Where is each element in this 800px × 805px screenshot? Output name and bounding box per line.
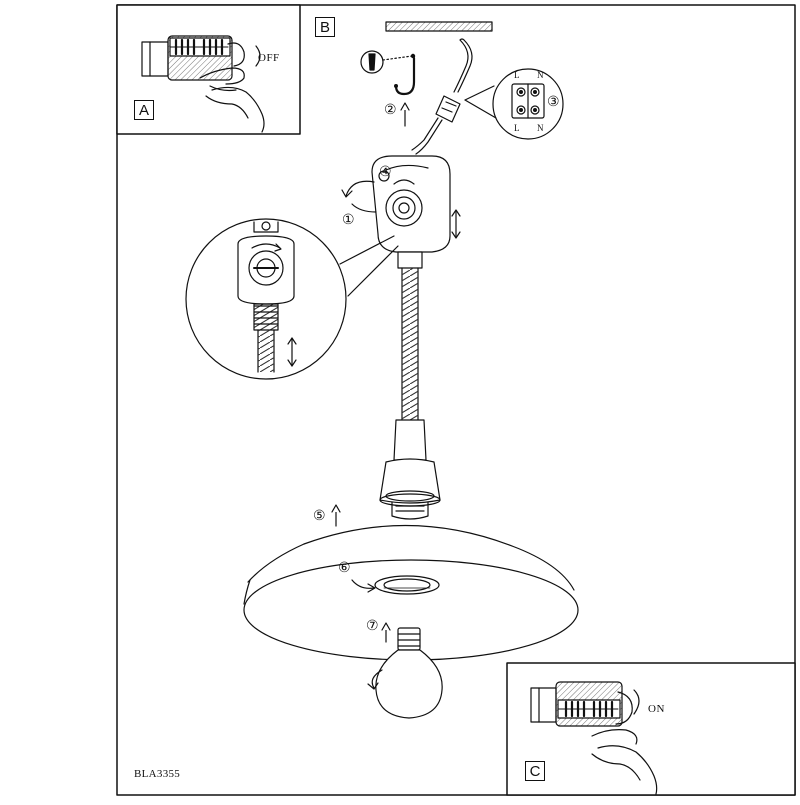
up-arrow-icon	[400, 102, 410, 127]
step-number-6: ⑥	[338, 561, 351, 576]
panel-label-a: A	[134, 100, 154, 120]
step-number-1: ①	[342, 213, 355, 228]
switch-on-illustration	[530, 681, 658, 795]
rope-cord	[397, 251, 423, 421]
screwdriver-detail	[360, 50, 416, 74]
step-number-3: ③	[547, 95, 560, 110]
terminal-label-n-top: N	[537, 70, 544, 80]
switch-off-label: OFF	[258, 52, 280, 64]
panel-c-frame	[506, 662, 796, 796]
light-bulb	[367, 622, 443, 719]
lamp-socket	[379, 419, 441, 520]
ceiling-hook	[394, 56, 416, 96]
step-number-4: ④	[379, 165, 392, 180]
supply-cable	[453, 38, 473, 93]
panel-label-b: B	[315, 17, 335, 37]
ceiling-plate	[385, 21, 493, 32]
model-code: BLA3355	[134, 768, 181, 780]
step-number-5: ⑤	[313, 509, 326, 524]
terminal-label-l-top: L	[514, 70, 520, 80]
step-number-7: ⑦	[366, 619, 379, 634]
outer-frame	[116, 4, 796, 796]
lampshade	[243, 524, 579, 661]
terminal-label-n-bottom: N	[537, 123, 544, 133]
step-number-2: ②	[384, 103, 397, 118]
terminal-label-l-bottom: L	[514, 123, 520, 133]
canopy-zoom-circle	[185, 218, 399, 380]
connector-zoom-circle	[464, 68, 564, 140]
up-arrow-icon	[331, 504, 341, 527]
switch-on-label: ON	[648, 703, 665, 715]
ceiling-canopy	[341, 155, 461, 253]
panel-label-c: C	[525, 761, 545, 781]
terminal-block	[411, 95, 461, 155]
switch-off-illustration	[141, 35, 265, 133]
